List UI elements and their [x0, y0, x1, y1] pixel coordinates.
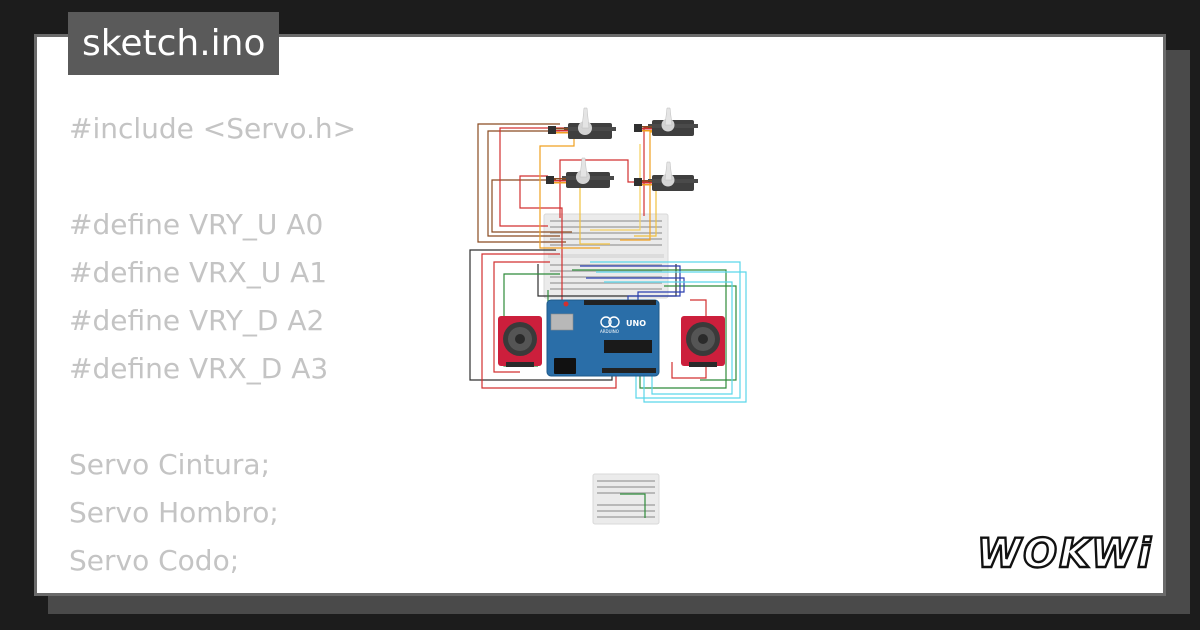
code-line: #define VRY_D A2 — [69, 304, 325, 337]
servo-motor — [634, 107, 698, 136]
code-preview: #include <Servo.h> #define VRY_U A0 #def… — [69, 105, 357, 593]
servo-motor — [548, 107, 616, 139]
joystick-module — [681, 316, 725, 367]
code-line: Servo Mano; — [69, 585, 356, 593]
servo-motor — [546, 157, 614, 188]
wokwi-logo: WOKWi — [977, 530, 1153, 577]
circuit-diagram: UNO ARDUINO — [469, 107, 747, 525]
code-line: #define VRY_U A0 — [69, 208, 324, 241]
code-line: Servo Cintura; — [69, 448, 271, 481]
joystick-module — [498, 316, 542, 367]
breadboard-mini — [592, 473, 660, 525]
arduino-uno-board: UNO ARDUINO — [546, 299, 660, 377]
wokwi-logo-text: WOKWi — [977, 531, 1153, 577]
preview-card: #include <Servo.h> #define VRY_U A0 #def… — [34, 34, 1166, 596]
servo-motor — [634, 161, 698, 191]
code-line: #define VRX_D A3 — [69, 352, 329, 385]
code-line: Servo Hombro; — [69, 496, 279, 529]
board-sublabel: ARDUINO — [600, 329, 619, 334]
code-line: #define VRX_U A1 — [69, 256, 328, 289]
board-label: UNO — [626, 319, 646, 328]
code-line: Servo Codo; — [69, 544, 240, 577]
code-line: #include <Servo.h> — [69, 112, 357, 145]
wires — [469, 123, 747, 403]
breadboard-main — [543, 213, 669, 299]
page-title: sketch.ino — [68, 12, 280, 75]
